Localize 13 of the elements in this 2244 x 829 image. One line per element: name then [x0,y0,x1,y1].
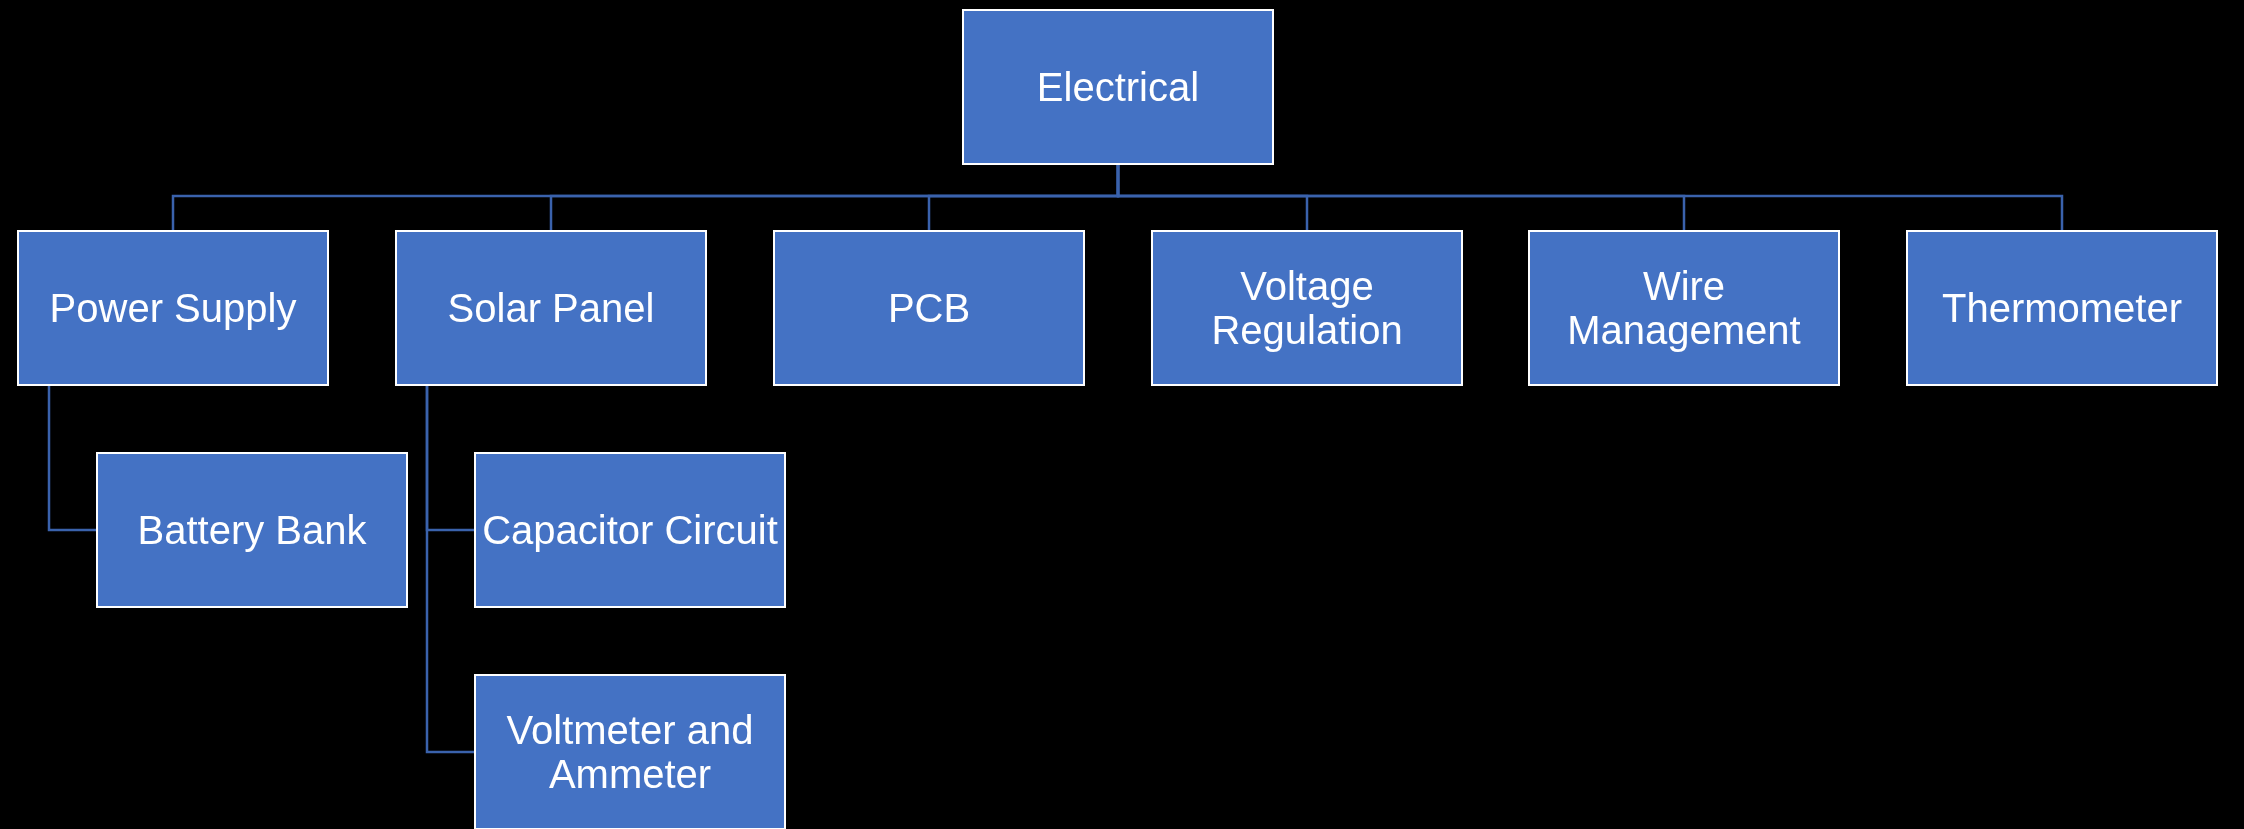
org-chart-box: Electrical [962,9,1274,165]
connector-line [425,386,474,754]
org-chart-box: Voltmeter and Ammeter [474,674,786,829]
org-chart-box: PCB [773,230,1085,386]
org-chart-box: Wire Management [1528,230,1840,386]
org-chart-box: Power Supply [17,230,329,386]
connector-line [47,386,96,532]
connector-line [1116,165,2064,230]
org-chart-box: Battery Bank [96,452,408,608]
org-chart-box: Capacitor Circuit [474,452,786,608]
org-chart-box: Solar Panel [395,230,707,386]
org-chart-box: Thermometer [1906,230,2218,386]
org-chart-box: Voltage Regulation [1151,230,1463,386]
